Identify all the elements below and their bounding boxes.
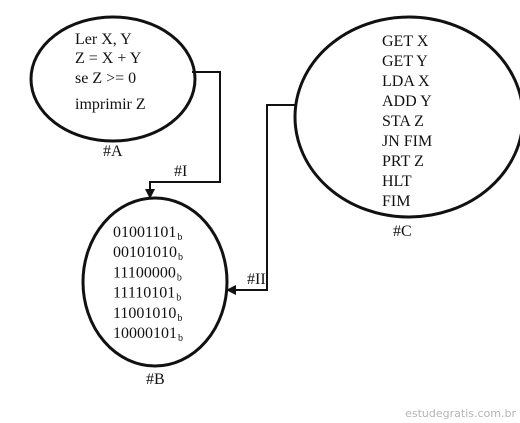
node-c: GET X GET Y LDA X ADD Y STA Z JN FIM PRT…: [293, 15, 520, 219]
node-b-value-2: 00101010b: [113, 244, 183, 263]
node-b-value-digits: 11110101: [113, 285, 175, 302]
node-b-value-6: 10000101b: [113, 325, 183, 344]
node-b-value-4: 11110101b: [113, 285, 181, 304]
node-b-value-3: 11100000b: [113, 264, 182, 283]
edge-c-to-b: [226, 104, 295, 295]
edge-a-to-b: [145, 71, 221, 199]
edge-a-to-b-label: #I: [174, 163, 187, 180]
node-c-line-3: LDA X: [382, 73, 430, 90]
node-b-value-5: 11001010b: [113, 305, 182, 324]
node-a-line-1: Ler X, Y: [75, 31, 132, 48]
node-a-line-3: se Z >= 0: [75, 70, 136, 87]
node-c-line-8: HLT: [382, 173, 412, 190]
node-c-ellipse: [293, 15, 520, 219]
node-b-value-digits: 01001101: [113, 224, 176, 241]
node-b-value-base: b: [177, 313, 182, 324]
node-c-line-6: JN FIM: [382, 133, 432, 150]
node-c-line-2: GET Y: [382, 53, 428, 70]
node-c-line-4: ADD Y: [382, 93, 432, 110]
edge-c-to-b-label: #II: [247, 271, 266, 288]
node-b-value-digits: 11100000: [113, 264, 176, 281]
node-a-label: #A: [103, 143, 123, 160]
node-c-label: #C: [393, 223, 412, 240]
node-b-value-digits: 11001010: [113, 305, 176, 322]
node-b: 01001101b00101010b11100000b11110101b1100…: [81, 196, 229, 368]
node-b-value-base: b: [178, 252, 183, 263]
node-a-line-4: imprimir Z: [75, 96, 146, 113]
node-a: Ler X, Y Z = X + Y se Z >= 0 imprimir Z: [29, 15, 197, 143]
node-b-ellipse: [81, 196, 229, 368]
node-b-value-base: b: [177, 232, 182, 243]
node-c-line-9: FIM: [382, 193, 410, 210]
node-a-line-2: Z = X + Y: [75, 50, 142, 67]
node-a-ellipse: [29, 15, 197, 143]
node-b-value-digits: 00101010: [113, 244, 177, 261]
node-c-line-1: GET X: [382, 33, 429, 50]
node-b-value-base: b: [178, 333, 183, 344]
node-b-value-digits: 10000101: [113, 325, 177, 342]
node-c-line-7: PRT Z: [382, 153, 424, 170]
node-b-value-base: b: [177, 272, 182, 283]
node-b-label: #B: [146, 371, 165, 388]
node-c-line-5: STA Z: [382, 113, 424, 130]
node-b-value-base: b: [176, 293, 181, 304]
watermark: estudegratis.com.br: [405, 407, 516, 420]
node-b-value-1: 01001101b: [113, 224, 182, 243]
